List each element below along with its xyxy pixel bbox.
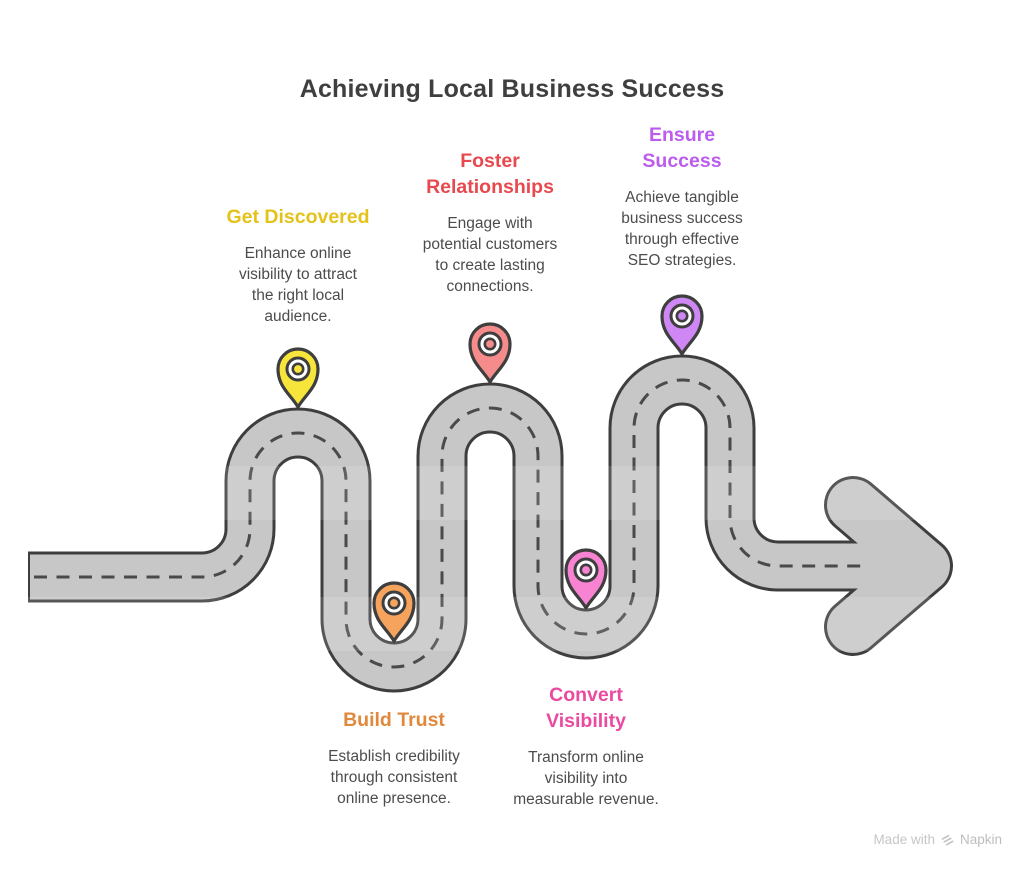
milestone-title: Convert Visibility xyxy=(546,684,626,732)
map-pin-icon-foster-relationships xyxy=(468,322,512,384)
pin-dot xyxy=(483,337,497,351)
milestone-title: Build Trust xyxy=(343,709,445,731)
pin-dot xyxy=(387,596,401,610)
milestone-ensure-success: Ensure Success Achieve tangible business… xyxy=(562,122,802,271)
milestone-description: Engage with potential customers to creat… xyxy=(422,215,558,295)
map-pin-icon-get-discovered xyxy=(276,347,320,409)
milestone-description: Transform online visibility into measura… xyxy=(513,749,659,808)
milestone-title: Foster Relationships xyxy=(426,150,554,198)
milestone-foster-relationships: Foster Relationships Engage with potenti… xyxy=(370,148,610,297)
napkin-logo-icon xyxy=(941,834,954,846)
watermark-text: Made with xyxy=(873,832,935,847)
milestone-get-discovered: Get Discovered Enhance online visibility… xyxy=(178,204,418,327)
map-pin-icon-convert-visibility xyxy=(564,548,608,610)
milestone-description: Achieve tangible business success throug… xyxy=(621,189,743,269)
milestone-description: Enhance online visibility to attract the… xyxy=(238,245,357,325)
pin-dot xyxy=(579,563,593,577)
map-pin-icon-build-trust xyxy=(372,581,416,643)
arrow-head xyxy=(827,479,950,653)
milestone-title: Ensure Success xyxy=(642,124,722,172)
milestone-convert-visibility: Convert Visibility Transform online visi… xyxy=(466,682,706,810)
road-centerline xyxy=(34,378,868,669)
milestone-build-trust: Build Trust Establish credibility throug… xyxy=(274,707,514,809)
milestone-description: Establish credibility through consistent… xyxy=(328,748,460,807)
pin-dot xyxy=(675,309,689,323)
watermark-brand: Napkin xyxy=(959,832,1002,847)
milestone-title: Get Discovered xyxy=(226,206,370,228)
watermark: Made with Napkin xyxy=(873,832,1002,847)
pin-dot xyxy=(291,362,305,376)
map-pin-icon-ensure-success xyxy=(660,294,704,356)
page-title: Achieving Local Business Success xyxy=(299,74,725,103)
